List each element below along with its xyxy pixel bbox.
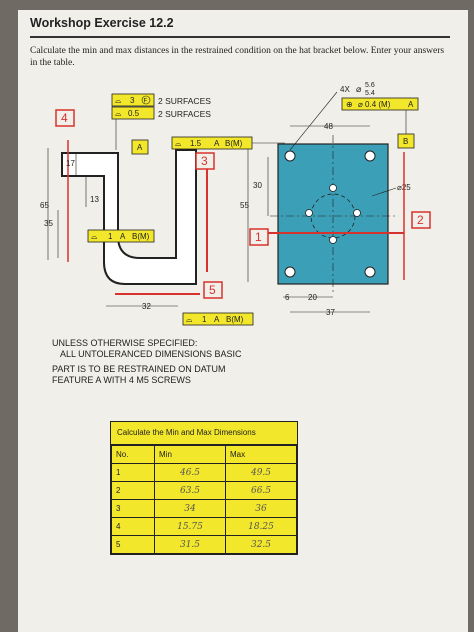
hole-callout: 4X ⌀ 5.6 5.4 (289, 82, 375, 151)
callout-1: 1 (249, 228, 269, 246)
datum-b-symbol: B (397, 110, 415, 149)
note-line: PART IS TO BE RESTRAINED ON DATUM (52, 364, 226, 374)
svg-text:1: 1 (202, 315, 207, 324)
datum-a-symbol: A (131, 139, 149, 155)
answer-table: Calculate the Min and Max Dimensions No.… (110, 421, 298, 555)
column-header-max: Max (225, 445, 297, 464)
svg-text:⌓: ⌓ (186, 315, 193, 324)
svg-text:1.5: 1.5 (190, 139, 202, 148)
table-row: 2 63.5 66.5 (111, 481, 297, 500)
row-number: 1 (111, 463, 155, 482)
callout-3: 3 (195, 152, 215, 170)
svg-text:5.4: 5.4 (365, 90, 375, 97)
dim-32: 32 (142, 302, 151, 311)
dim-65: 65 (40, 201, 49, 210)
svg-text:B(M): B(M) (226, 315, 244, 324)
max-value-field[interactable]: 49.5 (225, 463, 297, 482)
page-title: Workshop Exercise 12.2 (30, 16, 174, 30)
svg-text:5: 5 (209, 283, 216, 297)
table-row: 5 31.5 32.5 (111, 535, 297, 554)
column-header-no: No. (111, 445, 155, 464)
title-underline (30, 36, 450, 38)
dim-30: 30 (253, 181, 262, 190)
table-row: 1 46.5 49.5 (111, 463, 297, 482)
min-value-field[interactable]: 46.5 (154, 463, 226, 482)
fcf-profile-left: ⌓ 1 A B(M) (87, 229, 155, 243)
mounting-holes (284, 150, 376, 278)
table-title: Calculate the Min and Max Dimensions (111, 422, 297, 445)
svg-text:1: 1 (255, 230, 262, 244)
fcf-surface-profile-3: ⌓ 3 F 2 SURFACES (111, 93, 211, 107)
svg-text:B(M): B(M) (132, 232, 150, 241)
svg-text:4: 4 (61, 111, 68, 125)
svg-text:3: 3 (130, 96, 135, 105)
fcf-surface-profile-0.5: ⌓ 0.5 2 SURFACES (111, 106, 211, 120)
instructions-text: Calculate the min and max distances in t… (30, 46, 445, 68)
svg-text:A: A (214, 139, 220, 148)
callout-4: 4 (55, 109, 75, 127)
svg-text:A: A (137, 143, 143, 152)
max-value-field[interactable]: 36 (225, 499, 297, 518)
max-value-field[interactable]: 32.5 (225, 535, 297, 554)
hat-bracket-profile (61, 149, 197, 285)
row-number: 2 (111, 481, 155, 500)
svg-text:⌓: ⌓ (115, 109, 122, 118)
dim-37: 37 (326, 308, 335, 317)
table-header-row: No. Min Max (111, 445, 297, 464)
note-line: FEATURE A WITH 4 M5 SCREWS (52, 375, 191, 385)
dim-48: 48 (324, 122, 333, 131)
svg-text:F: F (144, 99, 148, 105)
note-line: UNLESS OTHERWISE SPECIFIED: (52, 338, 198, 348)
svg-text:A: A (120, 232, 126, 241)
min-value-field[interactable]: 34 (154, 499, 226, 518)
svg-text:⊕: ⊕ (346, 100, 353, 109)
min-value-field[interactable]: 15.75 (154, 517, 226, 536)
svg-text:⌓: ⌓ (91, 232, 98, 241)
min-value-field[interactable]: 31.5 (154, 535, 226, 554)
min-value-field[interactable]: 63.5 (154, 481, 226, 500)
max-value-field[interactable]: 66.5 (225, 481, 297, 500)
fcf-profile-bottom: ⌓ 1 A B(M) (182, 312, 254, 326)
svg-text:A: A (214, 315, 220, 324)
svg-text:1: 1 (108, 232, 113, 241)
note-line: ALL UNTOLERANCED DIMENSIONS BASIC (60, 349, 242, 359)
callout-2: 2 (411, 211, 431, 229)
table-row: 4 15.75 18.25 (111, 517, 297, 536)
svg-text:2 SURFACES: 2 SURFACES (158, 96, 211, 106)
max-value-field[interactable]: 18.25 (225, 517, 297, 536)
column-header-min: Min (154, 445, 226, 464)
svg-text:0.5: 0.5 (128, 109, 140, 118)
svg-text:B: B (403, 137, 408, 146)
svg-text:B(M): B(M) (225, 139, 243, 148)
svg-text:⌓: ⌓ (175, 139, 182, 148)
row-number: 3 (111, 499, 155, 518)
row-number: 4 (111, 517, 155, 536)
svg-text:2 SURFACES: 2 SURFACES (158, 109, 211, 119)
svg-text:3: 3 (201, 154, 208, 168)
svg-text:⌓: ⌓ (115, 96, 122, 105)
svg-text:⌀: ⌀ (356, 84, 362, 94)
fcf-profile-top: ⌓ 1.5 A B(M) (171, 136, 285, 150)
fcf-hole-position: ⊕ ⌀ 0.4 (M) A (341, 97, 419, 111)
dim-13: 13 (90, 195, 99, 204)
row-number: 5 (111, 535, 155, 554)
svg-text:A: A (408, 100, 414, 109)
dim-17: 17 (66, 159, 75, 168)
svg-text:2: 2 (417, 213, 424, 227)
svg-text:4X: 4X (340, 85, 350, 94)
dim-35: 35 (44, 219, 53, 228)
dim-20: 20 (308, 293, 317, 302)
svg-text:5.6: 5.6 (365, 82, 375, 89)
table-row: 3 34 36 (111, 499, 297, 518)
dim-55: 55 (240, 201, 249, 210)
general-notes: UNLESS OTHERWISE SPECIFIED: ALL UNTOLERA… (52, 338, 242, 386)
svg-text:⌀ 0.4 (M): ⌀ 0.4 (M) (358, 100, 391, 109)
dim-6: 6 (285, 293, 290, 302)
callout-5: 5 (203, 281, 223, 299)
